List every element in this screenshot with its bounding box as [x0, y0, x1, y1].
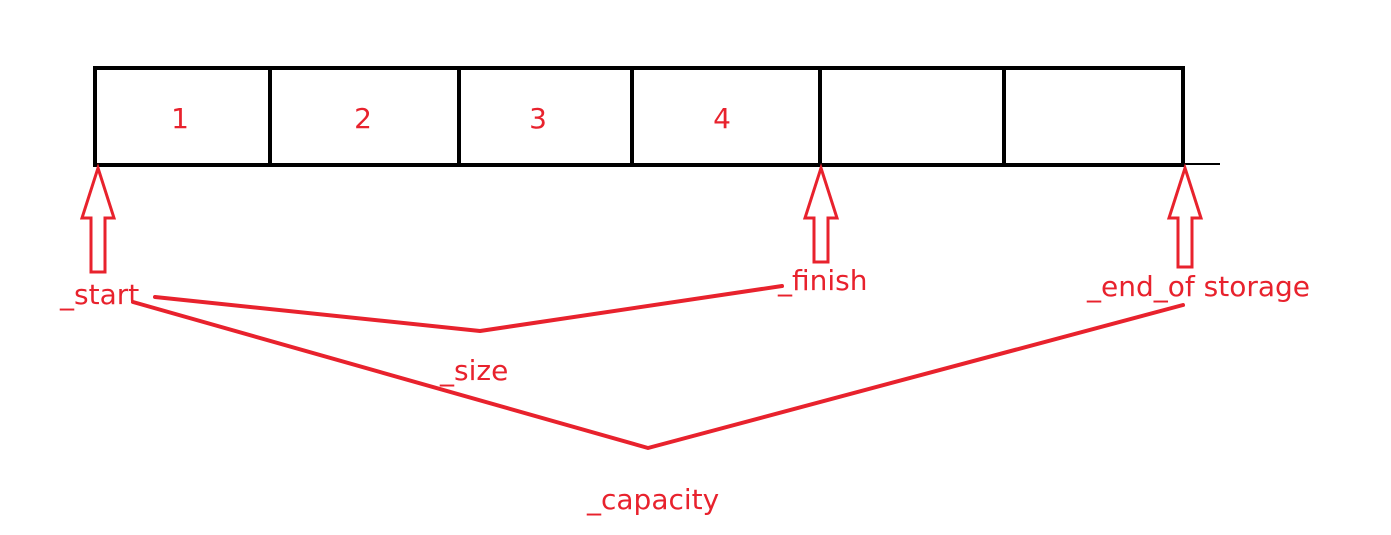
- cell-value: 2: [354, 102, 372, 135]
- array-outline: [93, 66, 1185, 167]
- finish-arrow-icon: [802, 163, 840, 264]
- memory-array: [93, 66, 1220, 167]
- end-of-storage-arrow-icon: [1166, 163, 1204, 269]
- end-of-storage-label: _end_of storage: [1086, 270, 1310, 303]
- cell-value: 1: [171, 102, 189, 135]
- capacity-bracket: [131, 300, 1185, 450]
- cell-values: 1 2 3 4: [171, 102, 731, 135]
- start-arrow-icon: [79, 163, 117, 274]
- cell-value: 3: [529, 102, 547, 135]
- finish-label: _finish: [777, 264, 868, 297]
- size-label: _size: [439, 354, 508, 387]
- start-label: _start: [59, 278, 139, 311]
- size-bracket: [153, 284, 784, 333]
- capacity-label: _capacity: [586, 483, 719, 516]
- cell-value: 4: [713, 102, 731, 135]
